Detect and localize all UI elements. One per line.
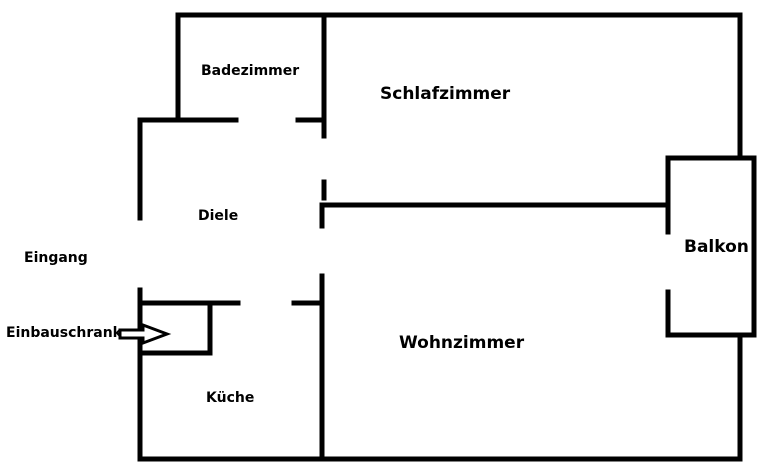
entrance-label: Eingang xyxy=(24,250,88,266)
balcony-label: Balkon xyxy=(684,237,749,257)
hallway-label: Diele xyxy=(198,208,238,224)
bedroom-label: Schlafzimmer xyxy=(380,84,511,104)
walls xyxy=(137,12,757,462)
closet-label: Einbauschrank xyxy=(6,325,123,341)
closet-arrow-icon xyxy=(118,322,172,346)
bathroom-label: Badezimmer xyxy=(201,63,299,79)
living-room-label: Wohnzimmer xyxy=(399,333,525,353)
kitchen-label: Küche xyxy=(206,390,254,406)
